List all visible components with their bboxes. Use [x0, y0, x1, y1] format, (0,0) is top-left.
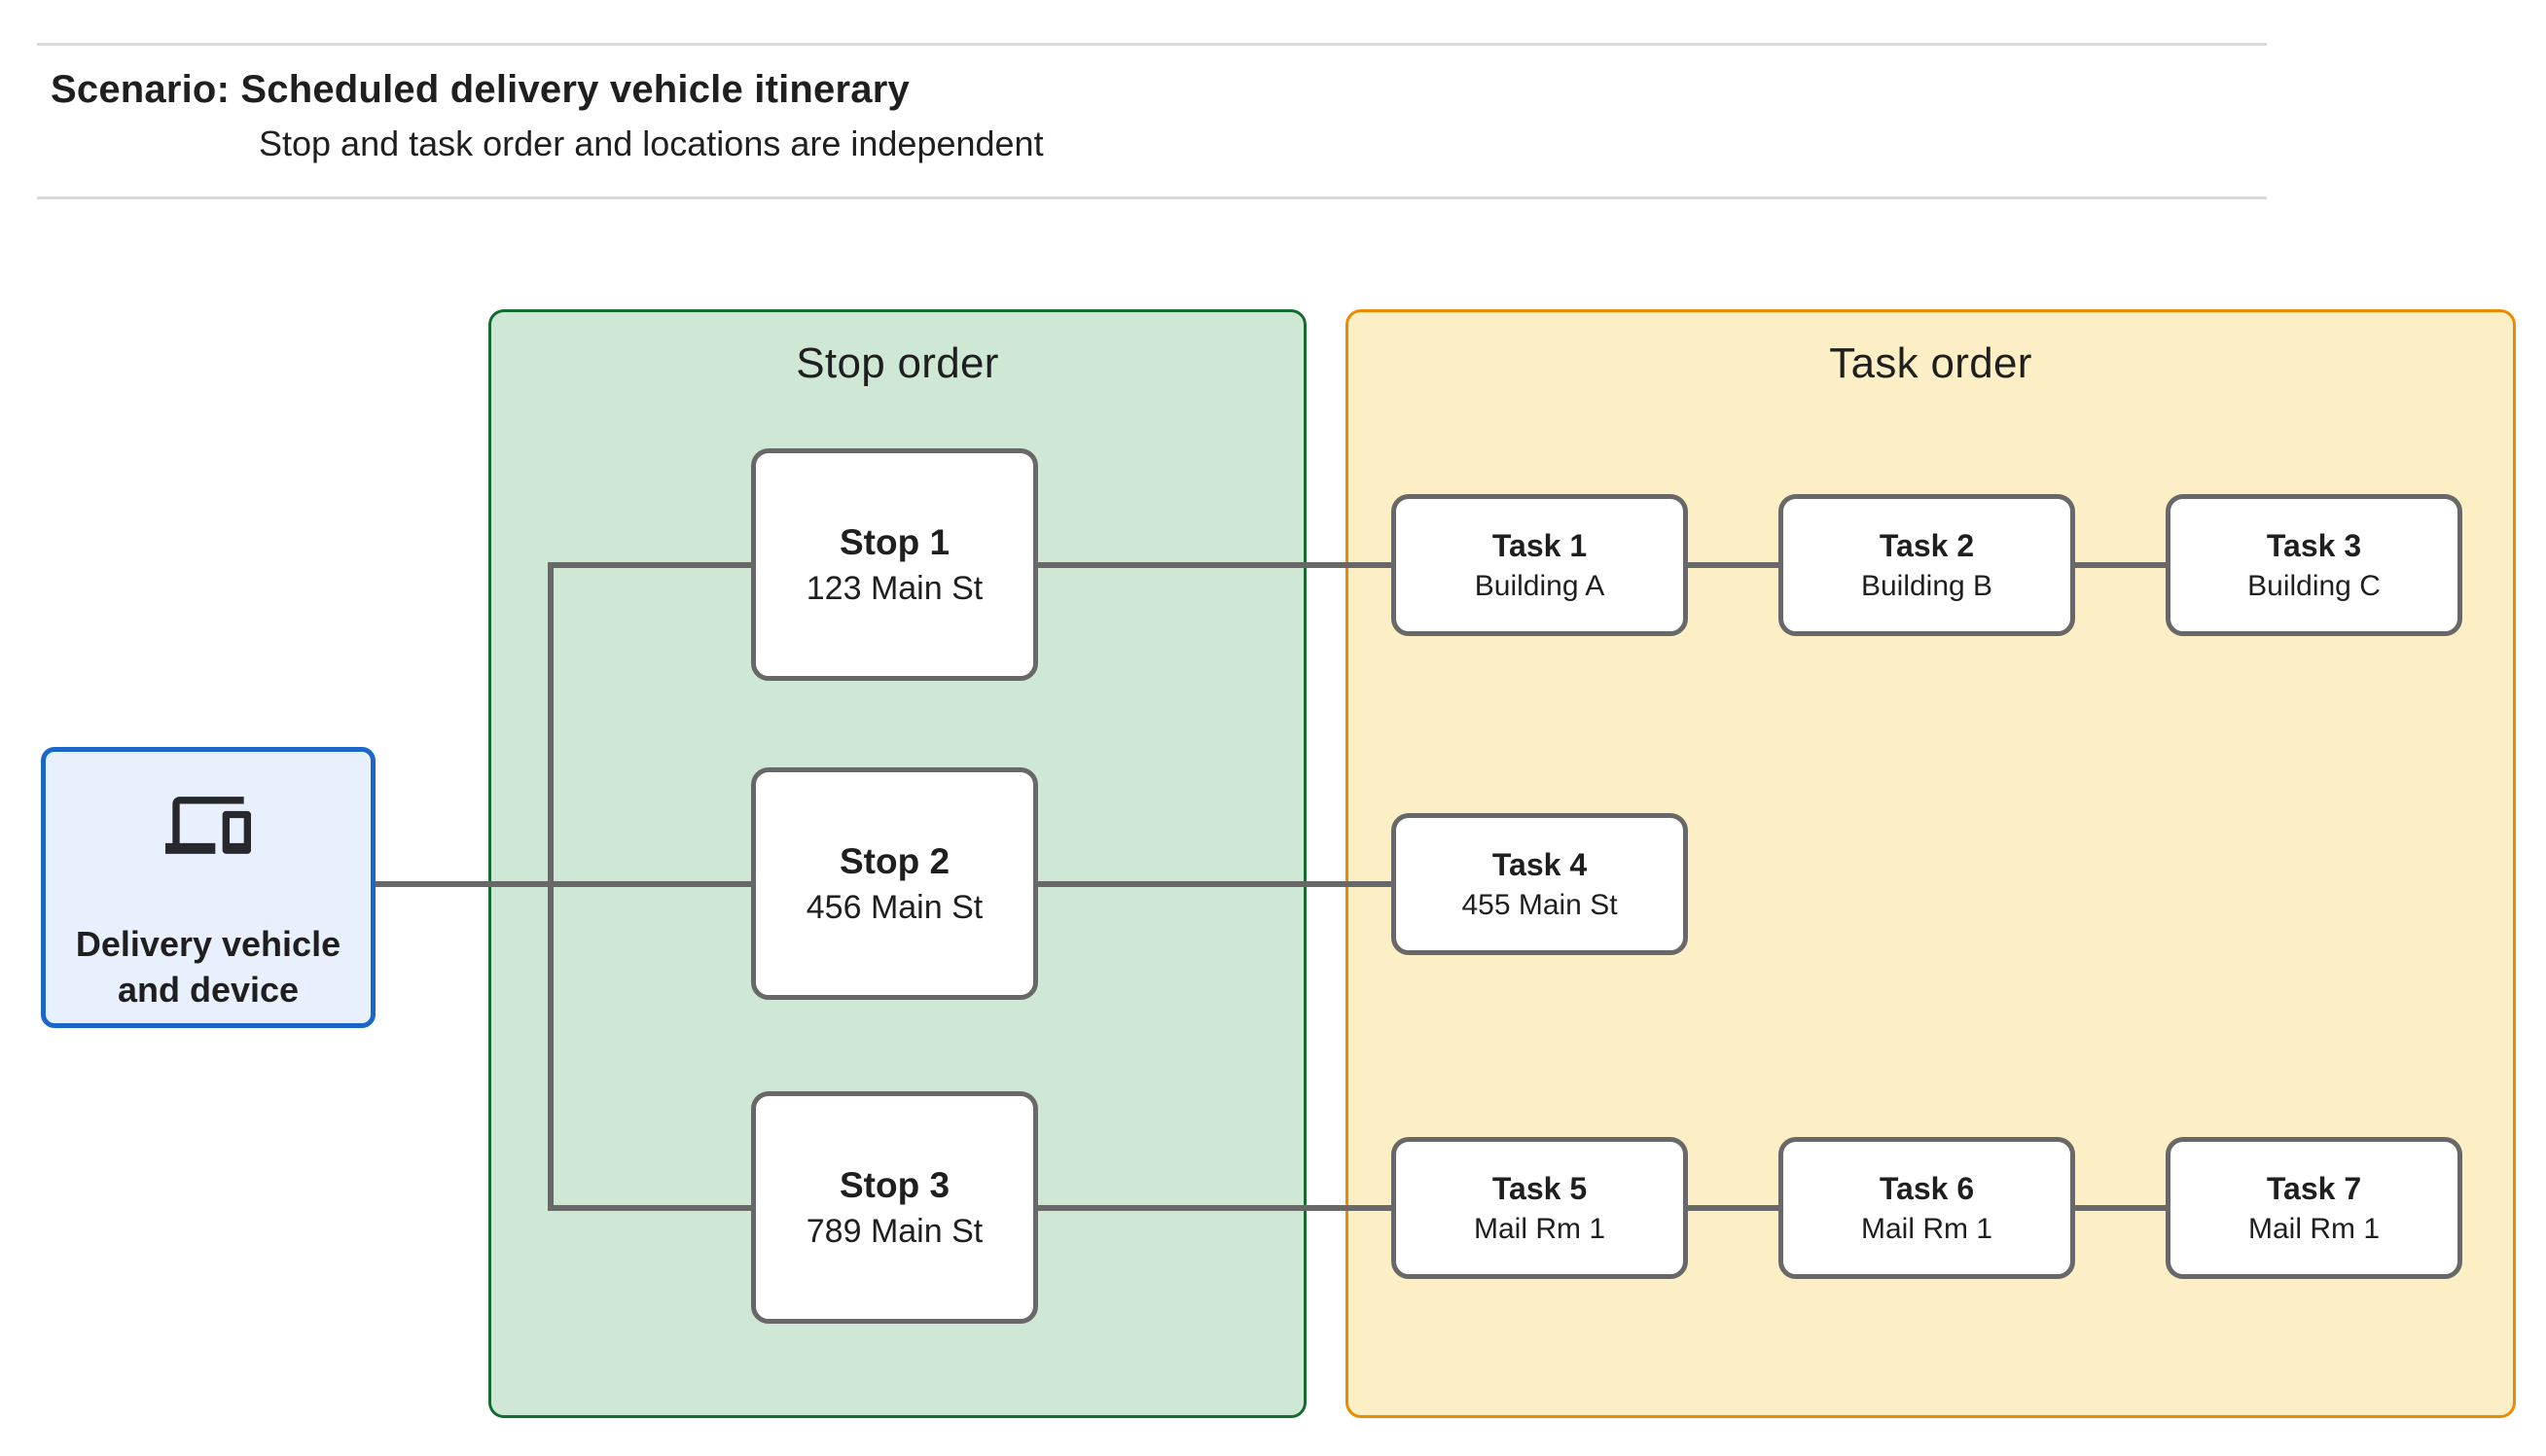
- connector-branch-to-stop3: [548, 1205, 751, 1211]
- task-node-7: Task 7 Mail Rm 1: [2166, 1137, 2462, 1279]
- task-node-4-location: 455 Main St: [1461, 888, 1618, 921]
- stop-node-1-address: 123 Main St: [806, 570, 984, 607]
- connector-stop2-to-task4: [1038, 881, 1391, 887]
- divider-bottom: [37, 196, 2267, 199]
- task-node-6: Task 6 Mail Rm 1: [1778, 1137, 2075, 1279]
- vehicle-label-line2: and device: [117, 969, 300, 1010]
- task-node-7-label: Task 7: [2266, 1170, 2362, 1206]
- page-subtitle: Stop and task order and locations are in…: [259, 124, 1044, 163]
- task-node-3-label: Task 3: [2266, 527, 2362, 563]
- connector-task5-to-task6: [1688, 1205, 1778, 1211]
- task-node-2-label: Task 2: [1879, 527, 1975, 563]
- page-title: Scenario: Scheduled delivery vehicle iti…: [51, 68, 910, 111]
- vehicle-label-line1: Delivery vehicle: [75, 924, 341, 964]
- connector-task1-to-task2: [1688, 562, 1778, 568]
- task-node-3: Task 3 Building C: [2166, 494, 2462, 636]
- stop-node-3: Stop 3 789 Main St: [751, 1091, 1038, 1324]
- vehicle-node-label: Delivery vehicle and device: [76, 922, 341, 1013]
- task-node-5-label: Task 5: [1491, 1170, 1588, 1206]
- task-node-6-label: Task 6: [1879, 1170, 1975, 1206]
- connector-stop3-to-task5: [1038, 1205, 1391, 1211]
- divider-top: [37, 43, 2267, 46]
- connector-stop1-to-task1: [1038, 562, 1391, 568]
- task-node-2: Task 2 Building B: [1778, 494, 2075, 636]
- connector-task6-to-task7: [2075, 1205, 2166, 1211]
- stop-order-panel-title: Stop order: [796, 339, 999, 387]
- task-node-1-label: Task 1: [1491, 527, 1588, 563]
- connector-vehicle-to-stop2: [376, 881, 751, 887]
- stop-node-1-label: Stop 1: [839, 522, 950, 562]
- devices-icon: [165, 797, 251, 854]
- stop-node-2-address: 456 Main St: [806, 889, 984, 926]
- task-node-5: Task 5 Mail Rm 1: [1391, 1137, 1688, 1279]
- stop-node-3-address: 789 Main St: [806, 1213, 984, 1250]
- stop-node-2: Stop 2 456 Main St: [751, 767, 1038, 1000]
- task-node-7-location: Mail Rm 1: [2247, 1212, 2380, 1245]
- connector-branch-to-stop1: [548, 562, 751, 568]
- task-node-2-location: Building B: [1860, 569, 1993, 602]
- stop-node-1: Stop 1 123 Main St: [751, 448, 1038, 681]
- vehicle-node: Delivery vehicle and device: [41, 747, 376, 1028]
- task-node-4: Task 4 455 Main St: [1391, 813, 1688, 955]
- task-node-1: Task 1 Building A: [1391, 494, 1688, 636]
- task-order-panel-title: Task order: [1829, 339, 2032, 387]
- task-node-4-label: Task 4: [1491, 846, 1588, 882]
- task-node-1-location: Building A: [1474, 569, 1605, 602]
- stop-node-2-label: Stop 2: [839, 841, 950, 881]
- stop-node-3-label: Stop 3: [839, 1165, 950, 1205]
- task-node-5-location: Mail Rm 1: [1473, 1212, 1605, 1245]
- task-node-6-location: Mail Rm 1: [1860, 1212, 1992, 1245]
- task-node-3-location: Building C: [2247, 569, 2381, 602]
- connector-task2-to-task3: [2075, 562, 2166, 568]
